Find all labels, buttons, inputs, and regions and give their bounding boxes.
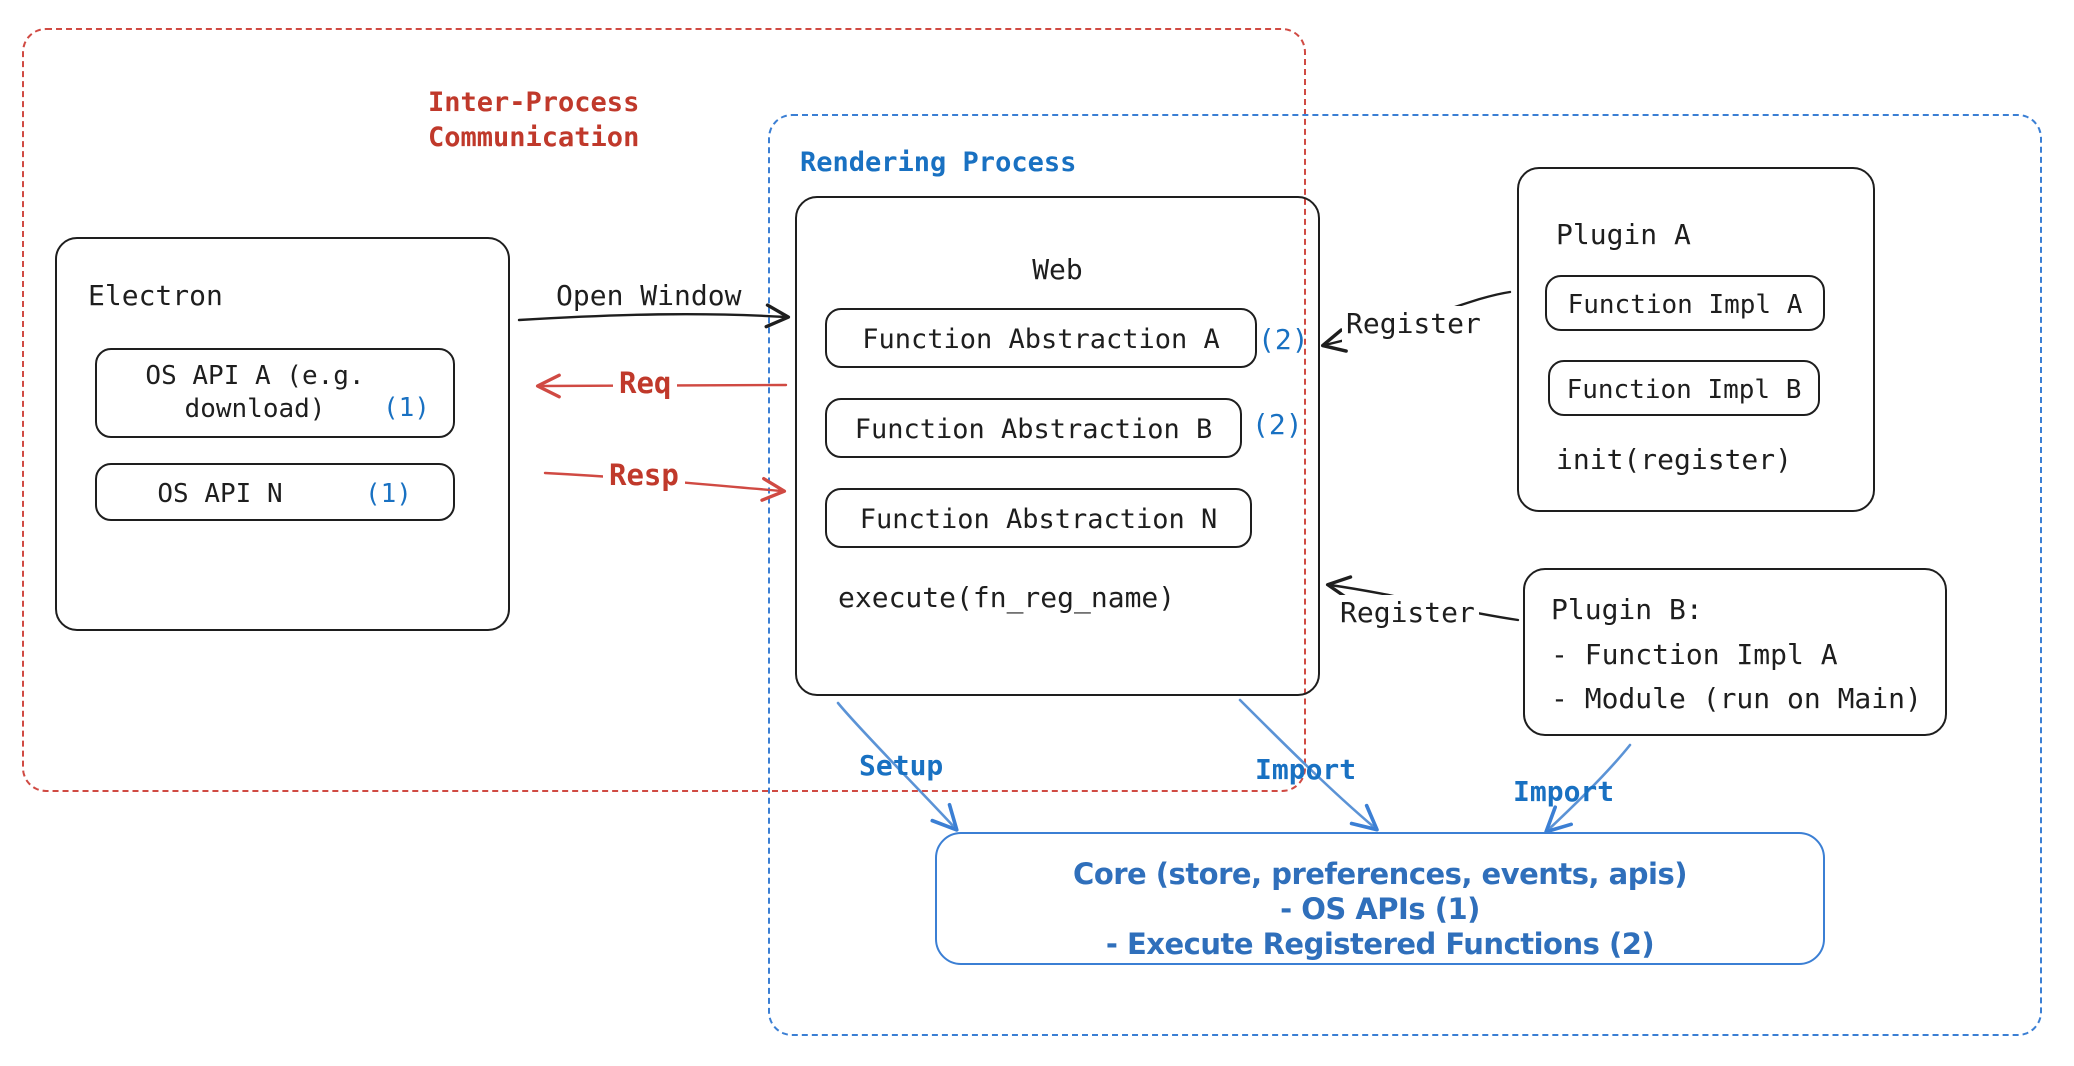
function-abstraction-b-label: Function Abstraction B: [854, 414, 1213, 445]
plugin-b-line-module: - Module (run on Main): [1551, 682, 1922, 715]
plugin-a-function-impl-b-box: [1548, 360, 1820, 416]
function-abstraction-n-label: Function Abstraction N: [859, 504, 1218, 535]
function-abstraction-b-marker: (2): [1252, 408, 1303, 441]
function-abstraction-a-marker: (2): [1258, 323, 1309, 356]
electron-title: Electron: [88, 279, 223, 312]
os-api-n-box: [95, 463, 455, 521]
core-line-os-apis: - OS APIs (1): [1280, 892, 1480, 926]
ipc-region-label: Inter-Process Communication: [428, 87, 640, 153]
rendering-process-region-label: Rendering Process: [800, 147, 1077, 178]
edge-label-open-window: Open Window: [556, 279, 742, 312]
plugin-b-title: Plugin B:: [1551, 593, 1703, 626]
plugin-a-title: Plugin A: [1556, 218, 1691, 251]
ipc-region-boundary: [22, 28, 1306, 792]
core-line-execute: - Execute Registered Functions (2): [1105, 927, 1655, 961]
rendering-process-region-boundary: [768, 114, 2042, 1036]
function-abstraction-a-label: Function Abstraction A: [862, 324, 1220, 355]
plugin-b-box: [1523, 568, 1947, 736]
plugin-a-function-impl-b-label: Function Impl B: [1566, 375, 1802, 405]
plugin-a-init-label: init(register): [1556, 443, 1793, 476]
function-abstraction-a-box: [825, 308, 1257, 368]
plugin-a-box: [1517, 167, 1875, 512]
edge-label-setup: Setup: [859, 749, 944, 782]
os-api-n-marker: (1): [365, 479, 412, 509]
web-title: Web: [1032, 253, 1083, 286]
plugin-a-function-impl-a-label: Function Impl A: [1567, 290, 1803, 320]
electron-box: [55, 237, 510, 631]
os-api-n-label: OS API N: [157, 479, 283, 509]
edge-label-import-web: Import: [1255, 753, 1357, 786]
core-line-main: Core (store, preferences, events, apis): [1073, 857, 1687, 891]
edge-label-register-plugin-a: Register: [1342, 306, 1485, 342]
os-api-a-marker: (1): [383, 393, 430, 423]
edge-label-import-plugin-b: Import: [1513, 775, 1615, 808]
edge-label-resp: Resp: [603, 457, 685, 495]
edge-label-register-plugin-b: Register: [1336, 595, 1479, 631]
edge-label-req: Req: [613, 365, 678, 403]
os-api-a-label: OS API A (e.g. download): [145, 361, 365, 425]
core-box: [935, 832, 1825, 965]
function-abstraction-b-box: [825, 398, 1242, 458]
plugin-b-line-function-impl-a: - Function Impl A: [1551, 638, 1838, 671]
function-abstraction-n-box: [825, 488, 1252, 548]
plugin-a-function-impl-a-box: [1545, 275, 1825, 331]
web-execute-label: execute(fn_reg_name): [838, 581, 1176, 614]
os-api-a-box: [95, 348, 455, 438]
web-box: [795, 196, 1320, 696]
